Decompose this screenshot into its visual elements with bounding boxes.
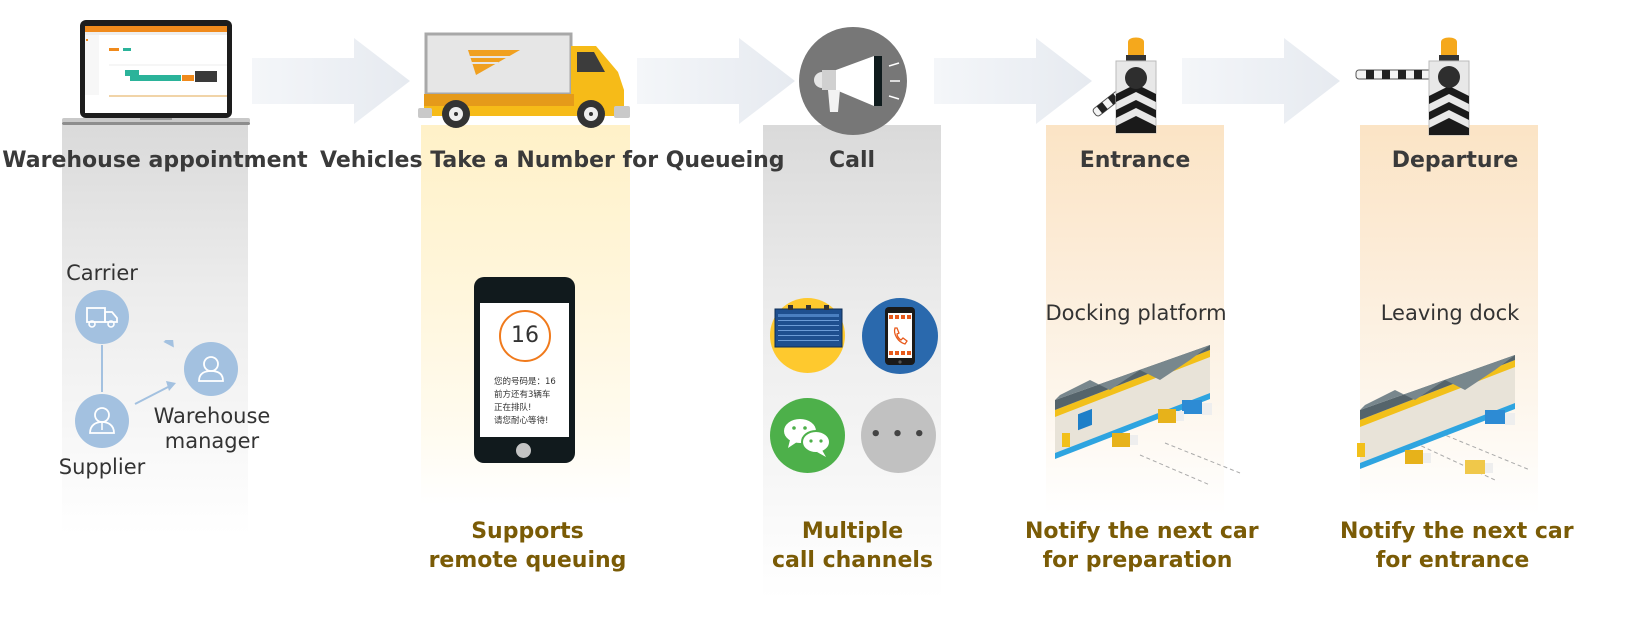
display-board-icon xyxy=(774,305,843,348)
megaphone-illustration xyxy=(799,27,907,135)
laptop-illustration xyxy=(62,20,250,125)
step-title-departure: Departure xyxy=(1391,148,1519,173)
queue-phone-screen: 16 您的号码是：16 前方还有3辆车 正在排队! 请您耐心等待! xyxy=(480,303,569,437)
warehouse-manager-node xyxy=(184,342,238,396)
supplier-label: Supplier xyxy=(58,455,146,479)
channel-display-board xyxy=(770,298,845,373)
call-note: Multiple call channels xyxy=(745,517,960,575)
entrance-note-line-2: for preparation xyxy=(1042,548,1233,573)
queue-message: 您的号码是：16 前方还有3辆车 正在排队! 请您耐心等待! xyxy=(494,376,556,428)
wechat-icon xyxy=(784,419,831,457)
step-title-queueing: Vehicles Take a Number for Queueing xyxy=(320,148,785,173)
queueing-note-line-1: Supports xyxy=(471,519,584,544)
flow-arrow-1 xyxy=(252,38,410,124)
supplier-node xyxy=(75,394,129,448)
call-note-line-2: call channels xyxy=(771,548,934,573)
step-title-call: Call xyxy=(828,148,876,173)
channel-phone-call xyxy=(862,298,938,374)
call-note-line-1: Multiple xyxy=(801,519,904,544)
channel-wechat xyxy=(770,398,845,473)
more-icon: • • • xyxy=(869,424,928,445)
queue-phone: 16 您的号码是：16 前方还有3辆车 正在排队! 请您耐心等待! xyxy=(474,277,575,463)
role-connectors xyxy=(101,340,176,405)
queueing-note-line-2: remote queuing xyxy=(428,548,627,573)
leaving-warehouse-illustration xyxy=(1357,355,1531,481)
queue-line: 请您耐心等待! xyxy=(494,416,549,426)
step-title-entrance: Entrance xyxy=(1079,148,1191,173)
channel-more: • • • xyxy=(861,398,936,473)
flow-arrow-3 xyxy=(934,38,1092,124)
barrier-gate-open-illustration xyxy=(1092,37,1157,134)
departure-note-line-1: Notify the next car xyxy=(1340,519,1574,544)
carrier-node xyxy=(75,290,129,344)
flow-arrow-2 xyxy=(637,38,795,124)
delivery-truck-illustration xyxy=(418,32,630,128)
supplier-person-icon xyxy=(89,407,115,434)
entrance-note-line-1: Notify the next car xyxy=(1025,519,1259,544)
entrance-note: Notify the next car for preparation xyxy=(1025,517,1259,575)
departure-note-line-2: for entrance xyxy=(1375,548,1530,573)
warehouse-manager-label-2: manager xyxy=(164,429,260,453)
departure-note: Notify the next car for entrance xyxy=(1340,517,1574,575)
docking-warehouse-illustration xyxy=(1055,345,1241,485)
warehouse-manager-label-1: Warehouse xyxy=(153,404,271,428)
docking-platform-label: Docking platform xyxy=(1045,301,1227,325)
phone-home-button xyxy=(516,443,531,458)
queue-line: 前方还有3辆车 xyxy=(494,390,551,400)
queue-line: 正在排队! xyxy=(494,403,532,413)
queueing-note: Supports remote queuing xyxy=(420,517,635,575)
manager-person-icon xyxy=(198,356,224,382)
queue-line: 您的号码是：16 xyxy=(494,377,556,387)
flow-arrow-4 xyxy=(1182,38,1340,124)
leaving-dock-label: Leaving dock xyxy=(1380,301,1520,325)
queue-number-ring: 16 xyxy=(499,310,551,362)
phone-call-icon xyxy=(885,307,915,365)
barrier-gate-closed-illustration xyxy=(1355,37,1470,136)
queue-number: 16 xyxy=(511,323,539,348)
truck-icon xyxy=(86,307,118,328)
step-title-warehouse-appointment: Warehouse appointment xyxy=(2,148,308,173)
carrier-label: Carrier xyxy=(66,261,138,285)
